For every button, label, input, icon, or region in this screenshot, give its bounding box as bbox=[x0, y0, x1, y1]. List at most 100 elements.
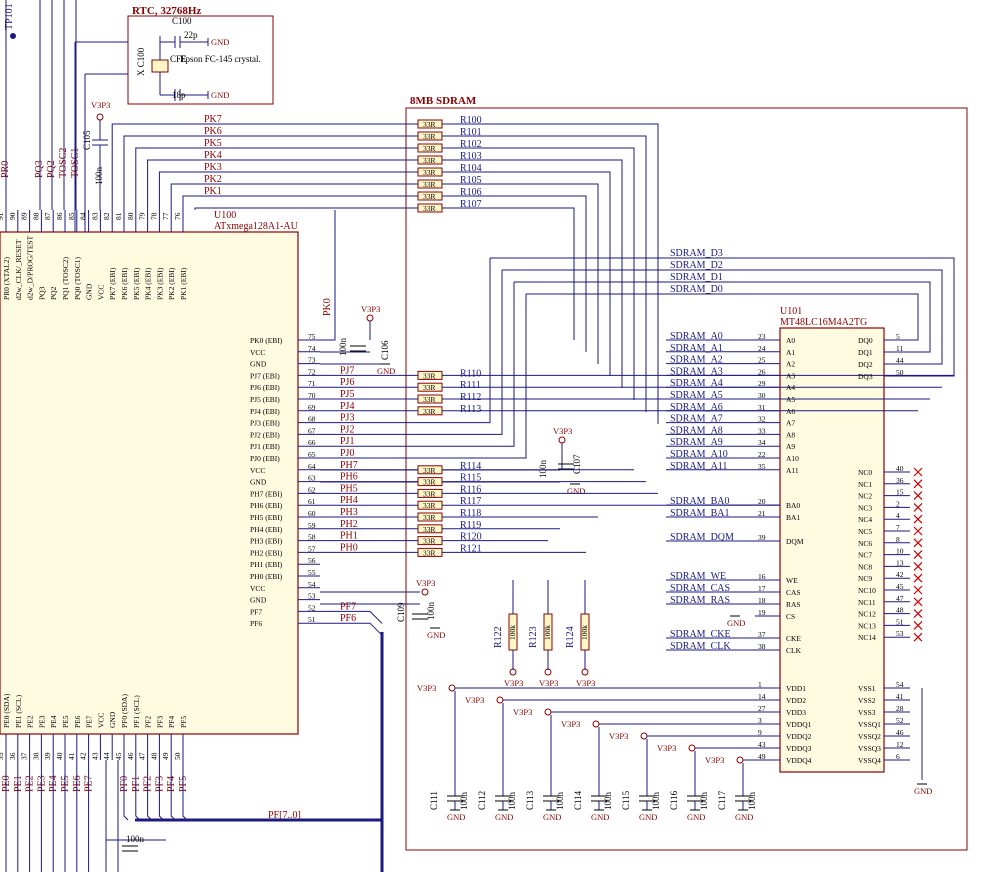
u101-left-net-label: SDRAM_A4 bbox=[670, 378, 723, 389]
sdram-data-wire bbox=[502, 269, 943, 365]
u100-bottom-pin-name: PE4 bbox=[49, 715, 58, 728]
u101-right-pin-name: NC9 bbox=[858, 574, 872, 583]
u100-top-pin-number: 85 bbox=[67, 212, 76, 220]
gnd-label: GND bbox=[591, 812, 609, 822]
u100-right-pin-name: PJ6 (EBI) bbox=[250, 383, 280, 392]
u101-right-pin-name: NC3 bbox=[858, 503, 872, 512]
u100-top-pin-name: PQ1 (TOSC2) bbox=[61, 257, 70, 300]
u101-left-pin-number: 34 bbox=[758, 438, 766, 447]
u100-top-pin-number: 87 bbox=[43, 212, 52, 220]
pf-net-wire bbox=[320, 610, 383, 624]
sdram-data-net-label: SDRAM_D2 bbox=[670, 260, 723, 271]
u100-right-pin-name: PH0 (EBI) bbox=[250, 572, 283, 581]
u101-left-pin-number: 29 bbox=[758, 379, 766, 388]
pk-net-label: PK1 bbox=[204, 186, 222, 197]
u100-right-pin-name: PF7 bbox=[250, 607, 262, 616]
u101-right-pin-number: 41 bbox=[896, 692, 904, 701]
u101-left-net-label: SDRAM_CAS bbox=[670, 583, 730, 594]
u100-bottom-pin-number: 37 bbox=[20, 752, 29, 760]
svg-text:100n: 100n bbox=[94, 167, 104, 186]
c101-val: 18p bbox=[172, 90, 186, 100]
pullup-value: 100k bbox=[580, 625, 589, 640]
v3p3-power-symbol bbox=[592, 720, 600, 728]
decoupling-ref: C116 bbox=[669, 790, 679, 810]
no-connect-mark bbox=[913, 609, 923, 619]
ph-net-label: PH1 bbox=[340, 531, 358, 542]
v3p3-label: V3P3 bbox=[513, 707, 532, 717]
u100-right-pin-name: GND bbox=[250, 596, 267, 605]
u101-right-pin-name: NC8 bbox=[858, 562, 872, 571]
u100-right-pin-name: PH7 (EBI) bbox=[250, 489, 283, 498]
u101-right-pin-name: NC0 bbox=[858, 468, 872, 477]
sdram-block-frame bbox=[405, 107, 968, 851]
resistor-value: 33R bbox=[423, 395, 436, 404]
pj-net-label: PJ1 bbox=[340, 436, 354, 447]
u101-left-pin-number: 30 bbox=[758, 391, 766, 400]
u100-top-pin-name: PK7 (EBI) bbox=[108, 267, 117, 300]
no-connect-mark bbox=[913, 597, 923, 607]
c105-group: V3P3 C105 100n bbox=[82, 100, 110, 210]
u101-left-pin-name: DQM bbox=[786, 537, 804, 546]
u101-right-pin-name: NC7 bbox=[858, 551, 872, 560]
u100-right-pin-number: 52 bbox=[308, 603, 316, 612]
u100-right-pin-number: 56 bbox=[308, 556, 316, 565]
u101-left-pin-name: CLK bbox=[786, 646, 802, 655]
u100-top-pin-number: 86 bbox=[55, 212, 64, 220]
resistor-ref: R104 bbox=[460, 163, 482, 174]
u101-left-pin-name: CS bbox=[786, 612, 795, 621]
u101-right-pin-number: 53 bbox=[896, 629, 904, 638]
pk-net-label: PK4 bbox=[204, 150, 222, 161]
u101-right-pin-number: 48 bbox=[896, 606, 904, 615]
gnd-label: GND bbox=[567, 486, 585, 496]
u101-right-pin-number: 8 bbox=[896, 535, 900, 544]
u100-right-pin-name: PJ5 (EBI) bbox=[250, 395, 280, 404]
u101-left-pin-name: A0 bbox=[786, 336, 795, 345]
u101-left-pin-name: VDD2 bbox=[786, 696, 806, 705]
u101-left-net-label: SDRAM_A5 bbox=[670, 390, 723, 401]
no-connect-mark bbox=[913, 514, 923, 524]
u100-bottom-pin-name: PE0 (SDA) bbox=[2, 693, 11, 728]
pj-net-label: PJ6 bbox=[340, 377, 354, 388]
u100-top-pin-number: 83 bbox=[90, 212, 99, 220]
u100-right-pin-number: 69 bbox=[308, 403, 316, 412]
u101-right-pin-number: 10 bbox=[896, 547, 904, 556]
u101-right-pin-name: NC13 bbox=[858, 621, 876, 630]
resistor-value: 33R bbox=[423, 501, 436, 510]
u101-right-pin-number: 7 bbox=[896, 523, 900, 532]
resistor-ref: R113 bbox=[460, 404, 481, 415]
gnd-label: GND bbox=[735, 812, 753, 822]
testpoint-dot[interactable] bbox=[10, 33, 16, 39]
pullup-ref: R123 bbox=[528, 626, 539, 648]
u101-right-pin-name: NC1 bbox=[858, 480, 872, 489]
pk0-net-label: PK0 bbox=[322, 298, 333, 316]
pj-net-label: PJ0 bbox=[340, 448, 354, 459]
pk-net-wire bbox=[123, 135, 418, 210]
u101-left-net-label: SDRAM_A10 bbox=[670, 449, 728, 460]
u100-bottom-pin-name: PE5 bbox=[61, 715, 70, 728]
gnd-label: GND bbox=[727, 618, 745, 628]
u101-right-pin-name: VSSQ4 bbox=[858, 756, 881, 765]
u101-left-pin-number: 35 bbox=[758, 462, 766, 471]
c109-ref: C109 bbox=[396, 602, 406, 622]
u100-right-pin-name: PJ0 (EBI) bbox=[250, 454, 280, 463]
power-wire bbox=[320, 591, 420, 605]
rtc-block-frame bbox=[127, 15, 274, 105]
u101-left-pin-number: 14 bbox=[758, 692, 766, 701]
pj-net-wire bbox=[418, 258, 491, 424]
pk-net-label: PK6 bbox=[204, 126, 222, 137]
u100-right-pin-name: PH1 (EBI) bbox=[250, 560, 283, 569]
no-connect-mark bbox=[913, 561, 923, 571]
resistor-value: 33R bbox=[423, 407, 436, 416]
v3p3-power-symbol bbox=[421, 588, 429, 596]
no-connect-mark bbox=[913, 479, 923, 489]
u101-left-pin-number: 9 bbox=[758, 728, 762, 737]
u101-right-pin-name: DQ0 bbox=[858, 336, 873, 345]
u100-bottom-pin-name: GND bbox=[108, 711, 117, 728]
u101-left-pin-number: 32 bbox=[758, 415, 766, 424]
u101-right-pin-name: NC6 bbox=[858, 539, 872, 548]
u100-top-pin-name: PQ3 bbox=[37, 286, 46, 300]
u100-top-pin-number: 78 bbox=[149, 212, 158, 220]
u101-right-pin-name: VSS3 bbox=[858, 708, 876, 717]
u101-right-pin-name: DQ3 bbox=[858, 372, 873, 381]
u101-left-pin-number: 23 bbox=[758, 332, 766, 341]
